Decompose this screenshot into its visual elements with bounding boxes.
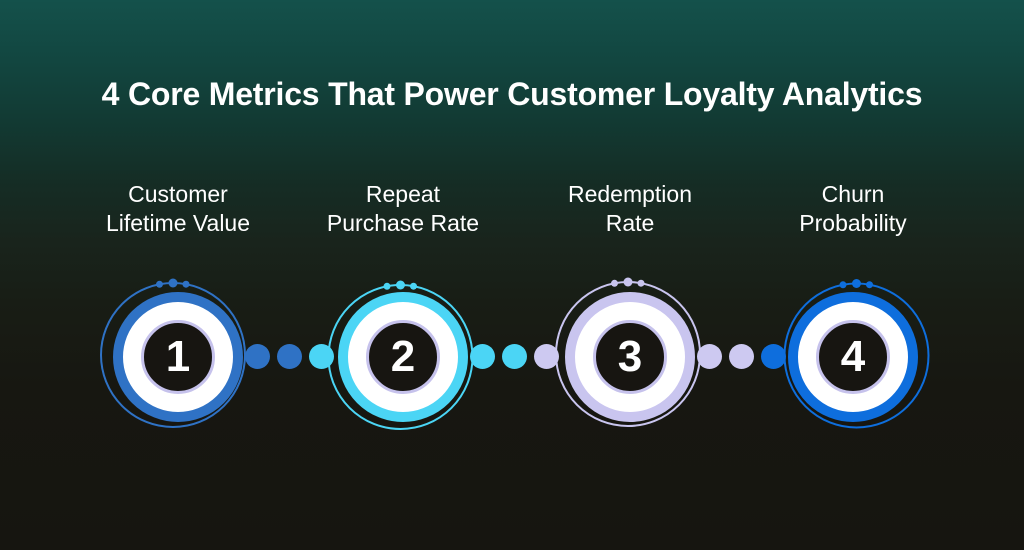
connector-dot: [309, 344, 334, 369]
metric-core: [366, 320, 440, 394]
connector-dot: [729, 344, 754, 369]
page-title: 4 Core Metrics That Power Customer Loyal…: [101, 76, 923, 112]
metric-number: 4: [840, 332, 866, 381]
orbit-dot: [156, 280, 163, 288]
metric-core: [141, 320, 215, 394]
metric-circle-graphic: 4: [778, 279, 930, 432]
orbit-dot: [637, 279, 645, 287]
metric-circle-graphic: 1: [100, 278, 253, 432]
metric-label: Churn Probability: [799, 181, 907, 236]
orbit-dot: [383, 282, 391, 290]
connector-dot: [502, 344, 527, 369]
metric-core: [593, 320, 667, 394]
metric-label: Repeat Purchase Rate: [326, 181, 480, 236]
metric-circle-graphic: 2: [327, 280, 478, 432]
metric-item-4: Churn Probability 4: [741, 180, 965, 460]
metric-circle-graphic: 3: [555, 277, 705, 432]
metric-label: Redemption Rate: [567, 181, 693, 236]
connector-dot: [761, 344, 786, 369]
metric-label: Customer Lifetime Value: [105, 181, 251, 236]
connector-dot: [470, 344, 495, 369]
metric-core: [816, 320, 890, 394]
metric-item-3: Redemption Rate 3: [518, 180, 742, 460]
metric-circle-svg: [555, 277, 701, 427]
connector-dot: [277, 344, 302, 369]
orbit-dot: [410, 282, 417, 290]
metric-number: 3: [617, 332, 643, 381]
metric-circle-svg: [783, 279, 930, 429]
orbit-dot: [168, 278, 178, 288]
orbit-dot: [623, 277, 633, 287]
connector-dot: [245, 344, 270, 369]
metric-circle-svg: [100, 278, 246, 428]
connector-dot: [534, 344, 559, 369]
connector-dots-2-3: [470, 344, 559, 369]
connector-dots-3-4: [697, 344, 786, 369]
metric-number: 2: [390, 332, 416, 381]
metric-item-1: Customer Lifetime Value 1: [66, 180, 290, 460]
orbit-dot: [866, 281, 873, 289]
orbit-dot: [852, 279, 861, 288]
orbit-dot: [182, 280, 190, 288]
orbit-dot: [839, 281, 847, 289]
metric-item-2: Repeat Purchase Rate 2: [291, 180, 515, 460]
connector-dots-1-2: [245, 344, 334, 369]
connector-dot: [697, 344, 722, 369]
orbit-dot: [396, 280, 405, 290]
metric-number: 1: [165, 332, 191, 381]
orbit-dot: [611, 279, 618, 287]
